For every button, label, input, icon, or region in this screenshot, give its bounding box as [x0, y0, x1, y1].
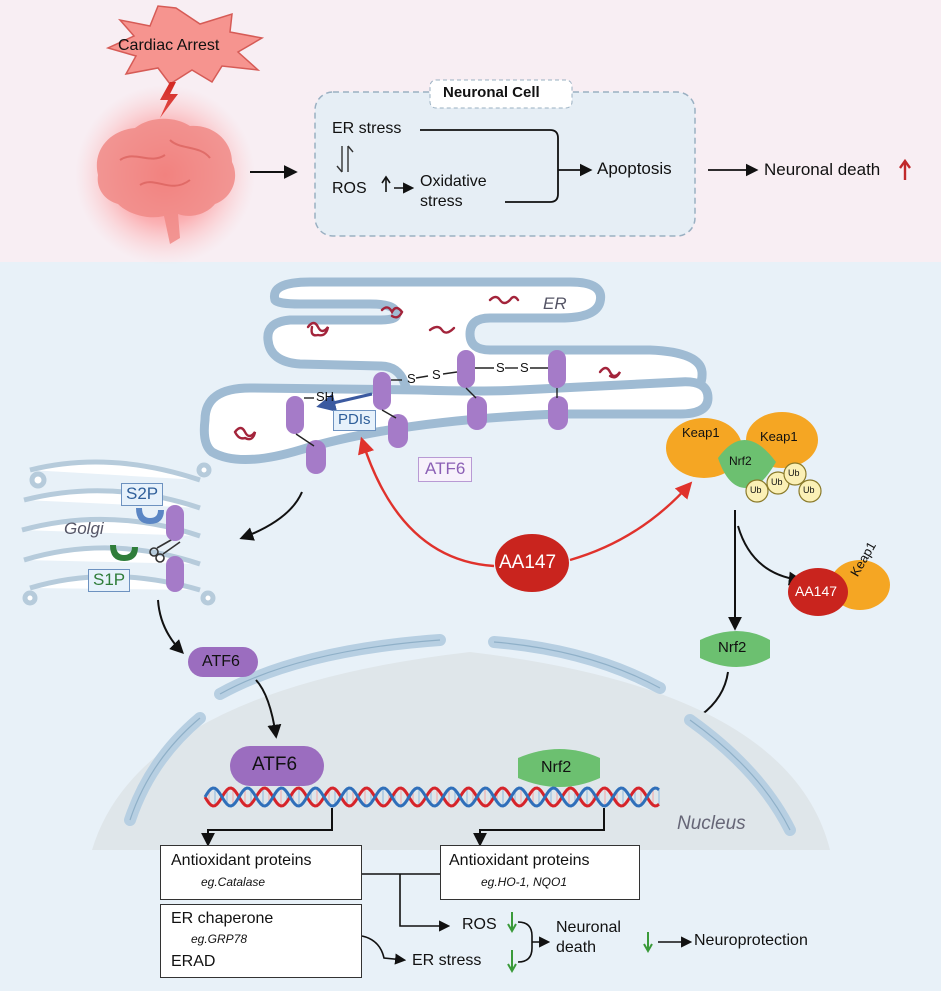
s-label-3: S	[496, 360, 505, 375]
antioxidant-right-example: eg.HO-1, NQO1	[481, 875, 568, 889]
erad-label: ERAD	[171, 953, 216, 970]
antioxidant-left-title: Antioxidant proteins	[171, 852, 312, 869]
dna-strand-blue	[203, 786, 660, 808]
arrow-dna-to-left-box	[201, 808, 333, 847]
ubiquitin-chain	[745, 462, 822, 503]
aa147-bound-label: AA147	[795, 583, 838, 599]
s1p-label: S1P	[88, 569, 131, 592]
s-label-4: S	[520, 360, 529, 375]
atf6-er-box-label: ATF6	[418, 457, 473, 482]
arrow-aa147-to-pdis	[358, 436, 495, 568]
aa147-label: AA147	[499, 552, 557, 573]
aa147-bound	[788, 568, 848, 616]
s2p-enzyme-icon	[136, 508, 164, 524]
apoptosis-label: Apoptosis	[597, 159, 672, 178]
atf6-er-proteins	[286, 350, 568, 474]
golgi-atf6-lower	[166, 556, 184, 592]
output-neuronal-death-label: Neuronal death	[556, 919, 621, 956]
keap1-right-label: Keap1	[760, 429, 798, 444]
arrow-golgi-to-atf6	[157, 599, 184, 654]
chaperone-box: ER chaperone eg.GRP78 ERAD	[160, 904, 362, 978]
arrow-aa147-to-keap1	[569, 481, 693, 562]
er-label: ER	[543, 294, 567, 313]
pdis-label: PDIs	[333, 410, 376, 431]
ub-label-1: Ub	[750, 485, 762, 495]
nrf2-nuclear	[518, 749, 600, 787]
atf6-nuclear-label: ATF6	[252, 754, 298, 775]
neuronal-cell-title: Neuronal Cell	[443, 84, 540, 101]
keap1-left-label: Keap1	[682, 425, 720, 440]
output-er-stress-label: ER stress	[412, 952, 482, 969]
s-label-1: S	[407, 371, 416, 386]
sh-label: SH	[316, 389, 335, 404]
dna-strand-red	[203, 786, 660, 808]
nrf2-nuclear-label: Nrf2	[541, 759, 572, 776]
arrow-dna-to-right-box	[473, 808, 605, 847]
arrow-er-to-golgi	[239, 491, 303, 541]
arrow-to-ros	[399, 874, 451, 932]
misfolded-proteins	[233, 295, 622, 441]
antioxidant-left-example: eg.Catalase	[201, 875, 266, 889]
pdi-arrow	[316, 392, 373, 412]
antioxidant-right-title: Antioxidant proteins	[449, 852, 590, 869]
chaperone-example: eg.GRP78	[191, 932, 248, 946]
chaperone-title: ER chaperone	[171, 910, 274, 927]
neuronal-cell-title-box	[429, 79, 573, 109]
arrow-complex-to-aa147-keap1	[737, 525, 803, 586]
cardiac-arrest-label: Cardiac Arrest	[118, 37, 220, 54]
golgi-label: Golgi	[64, 519, 104, 538]
antioxidant-box-right: Antioxidant proteins eg.HO-1, NQO1	[440, 845, 640, 900]
aa147-molecule	[495, 534, 569, 592]
er-stress-label: ER stress	[332, 120, 402, 137]
green-down-arrows	[507, 912, 653, 974]
atf6-nuclear	[230, 746, 324, 786]
nrf2-free-label: Nrf2	[718, 639, 747, 656]
nrf2-bound-label: Nrf2	[729, 454, 752, 468]
s2p-label: S2P	[121, 483, 164, 506]
s-label-2: S	[432, 367, 441, 382]
golgi-atf6-upper	[166, 505, 184, 541]
oxidative-stress-label: Oxidative stress	[420, 173, 487, 210]
nrf2-bound	[718, 439, 776, 489]
antioxidant-box-left: Antioxidant proteins eg.Catalase	[160, 845, 362, 900]
disulfide-bonds	[295, 367, 558, 447]
dna-helix	[203, 786, 660, 808]
arrow-atf6-to-nucleus	[255, 679, 282, 739]
arrow-to-er-stress	[361, 935, 407, 965]
s1p-enzyme-icon	[110, 545, 138, 561]
nuclear-envelope-outline	[129, 639, 791, 831]
nrf2-free	[700, 631, 770, 667]
merge-to-neuronal-death	[517, 921, 548, 963]
atf6-cytosolic	[188, 647, 258, 677]
nucleus-label: Nucleus	[677, 813, 746, 834]
ub-label-3: Ub	[788, 468, 800, 478]
brain-folds	[119, 139, 211, 187]
output-ros-label: ROS	[462, 916, 497, 933]
ub-label-4: Ub	[803, 485, 815, 495]
atf6-cytosolic-label: ATF6	[202, 653, 240, 670]
neuronal-death-label: Neuronal death	[764, 160, 881, 179]
cardiac-arrest-burst	[105, 5, 265, 86]
ub-label-2: Ub	[771, 477, 783, 487]
neuroprotection-label: Neuroprotection	[694, 932, 808, 949]
merge-bracket	[420, 129, 559, 203]
ros-label: ROS	[332, 180, 367, 197]
